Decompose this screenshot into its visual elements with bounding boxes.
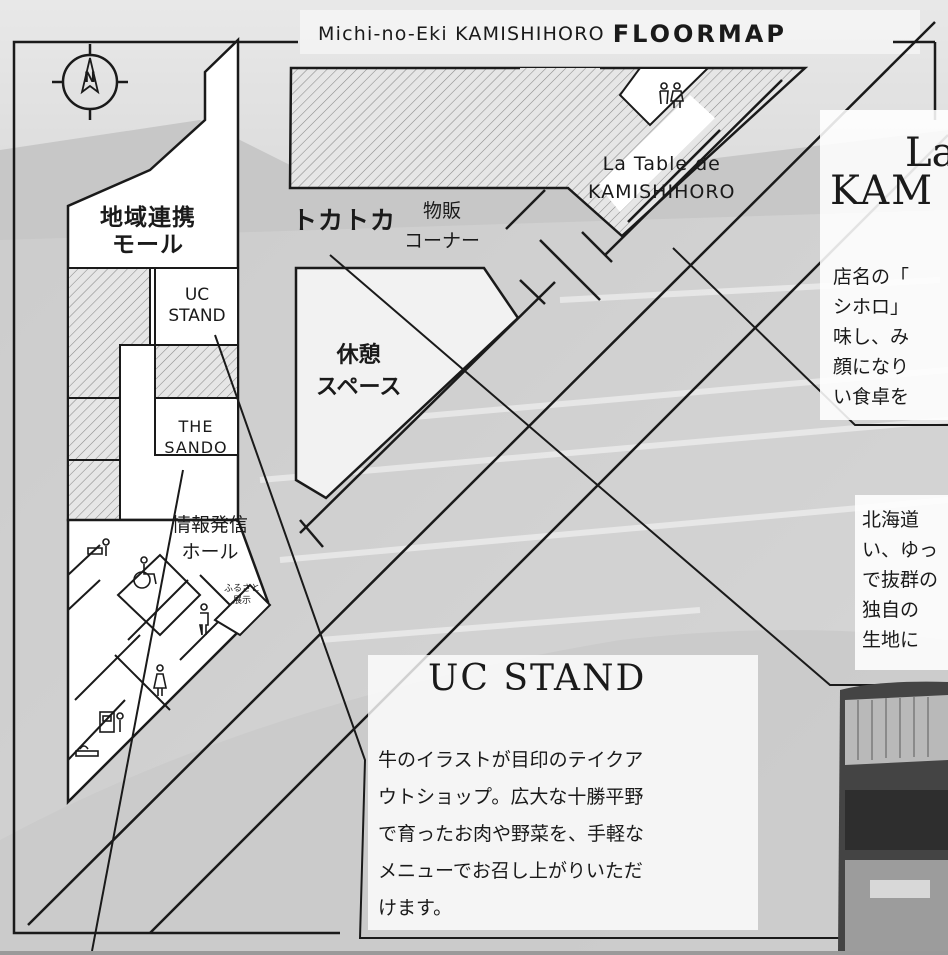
- area-the-sando: THE SANDO: [155, 416, 237, 458]
- la-table-description: 店名の「 シホロ」 味し、み 顔になり い食卓を: [833, 262, 909, 412]
- area-furusato-line1: ふるさと: [224, 584, 261, 594]
- female-toilet-icon: [153, 664, 167, 696]
- area-kyukei-line2: スペース: [316, 375, 402, 400]
- area-chiiki-renkei-mall: 地域連携 モール: [100, 205, 196, 259]
- uc-stand-description: 牛のイラストが目印のテイクア ウトショップ。広大な十勝平野 で育ったお肉や野菜を…: [378, 742, 644, 927]
- area-uc-stand-line1: UC: [184, 285, 210, 305]
- male-toilet-icon: [199, 603, 209, 636]
- tokatoka-description: 北海道 い、ゆっ で抜群の 独自の 生地に: [862, 505, 938, 655]
- la-table-desc-line3: 味し、み: [833, 326, 910, 348]
- area-tokatoka: トカトカ: [292, 206, 397, 235]
- area-furusato-line2: 展示: [233, 596, 252, 606]
- atm-icon: [99, 711, 124, 733]
- area-joho-line1: 情報発信: [172, 514, 249, 536]
- wheelchair-toilet-icon: [133, 556, 157, 589]
- area-chiiki-line2: モール: [112, 232, 184, 258]
- area-furusato-exhibit: ふるさと 展示: [224, 583, 260, 607]
- diagonal-walkways: [27, 21, 948, 934]
- smoking-icon: [75, 745, 99, 757]
- map-title-main: FLOORMAP: [612, 20, 787, 48]
- building-north-wing: [288, 66, 809, 548]
- la-table-desc-line1: 店名の「: [833, 266, 910, 288]
- map-title-prefix: Michi-no-Eki KAMISHIHORO: [318, 23, 605, 45]
- la-table-desc-line4: 顔になり: [833, 356, 910, 378]
- area-la-table: La Table de KAMISHIHORO: [588, 150, 735, 206]
- uc-desc-line5: けます。: [378, 897, 453, 919]
- rest-space-block: [294, 266, 520, 500]
- uc-desc-line4: メニューでお召し上がりいただ: [378, 860, 643, 882]
- title-band: [300, 10, 920, 54]
- uc-panel: [368, 655, 758, 930]
- tokatoka-desc-line3: で抜群の: [862, 569, 939, 591]
- tokatoka-desc-line2: い、ゆっ: [862, 539, 939, 561]
- area-the-sando-line1: THE: [178, 417, 214, 436]
- tokatoka-desc-line1: 北海道: [862, 509, 920, 531]
- area-the-sando-line2: SANDO: [164, 438, 228, 457]
- area-kyukei-space: 休憩 スペース: [316, 340, 401, 404]
- area-buppan-line1: 物販: [423, 200, 462, 222]
- area-chiiki-line1: 地域連携: [100, 205, 196, 231]
- area-uc-stand: UC STAND: [157, 285, 237, 327]
- uc-stand-heading: UC STAND: [428, 658, 647, 699]
- area-buppan-corner: 物販 コーナー: [404, 196, 480, 256]
- area-buppan-line2: コーナー: [404, 230, 481, 252]
- building-west-wing: [66, 37, 240, 522]
- la-table-desc-line5: い食卓を: [833, 386, 910, 408]
- compass-north-label: N: [84, 70, 96, 86]
- baby-care-icon: [87, 538, 110, 556]
- tokatoka-desc-line4: 独自の: [862, 599, 920, 621]
- map-title: Michi-no-Eki KAMISHIHORO FLOORMAP: [318, 20, 787, 48]
- uc-desc-line3: で育ったお肉や野菜を、手軽な: [378, 823, 645, 845]
- la-table-heading-line2: KAM: [830, 168, 935, 214]
- la-table-desc-line2: シホロ」: [833, 296, 910, 318]
- store-photo: [838, 681, 948, 951]
- area-la-table-line1: La Table de: [602, 153, 721, 175]
- uc-desc-line2: ウトショップ。広大な十勝平野: [378, 786, 644, 808]
- compass-rose: [52, 44, 128, 120]
- area-la-table-line2: KAMISHIHORO: [588, 181, 736, 203]
- tokatoka-desc-line5: 生地に: [862, 629, 920, 651]
- latable-panel: [820, 110, 948, 420]
- uc-desc-line1: 牛のイラストが目印のテイクア: [378, 749, 644, 771]
- toilet-icon: [659, 82, 684, 108]
- area-uc-stand-line2: STAND: [168, 306, 226, 326]
- area-joho-hall: 情報発信 ホール: [172, 512, 248, 566]
- building-south-wing: [66, 518, 272, 806]
- la-table-heading-line1: La: [905, 130, 948, 176]
- tokatoka-panel: [855, 495, 948, 670]
- area-kyukei-line1: 休憩: [336, 343, 381, 368]
- area-joho-line2: ホール: [181, 541, 239, 563]
